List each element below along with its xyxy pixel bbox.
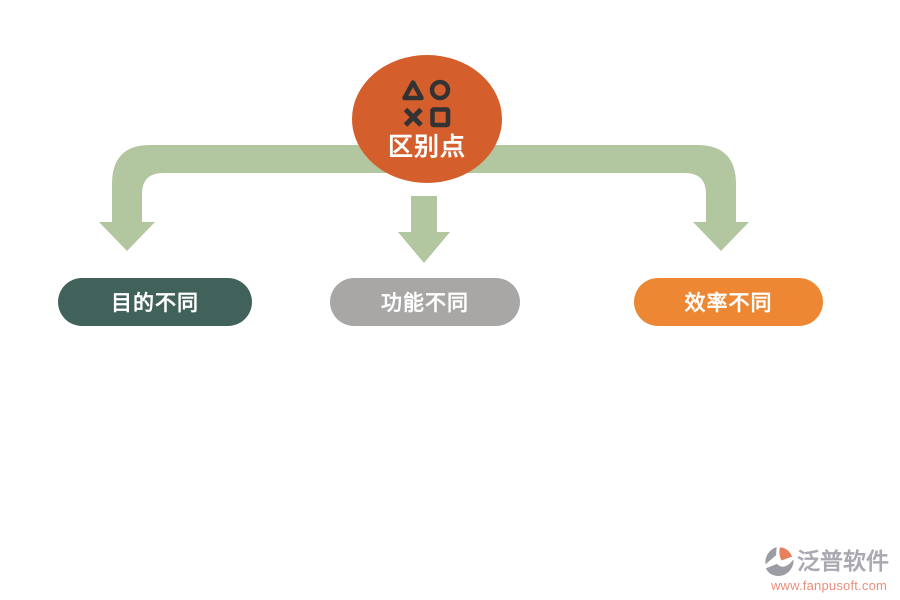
center-node: 区别点 <box>352 55 502 183</box>
branch-node-function-label: 功能不同 <box>381 292 469 315</box>
arrow-right <box>427 145 749 251</box>
arrow-left <box>99 145 427 251</box>
branch-node-function: 功能不同 <box>330 278 520 326</box>
branch-node-purpose-label: 目的不同 <box>111 292 199 315</box>
watermark: 泛普软件 www.fanpusoft.com <box>763 545 895 592</box>
fanpu-logo-icon <box>765 546 794 577</box>
watermark-url: www.fanpusoft.com <box>770 578 888 593</box>
branch-node-purpose: 目的不同 <box>58 278 252 326</box>
playstation-shapes-icon <box>402 79 451 127</box>
arrow-middle <box>398 196 450 263</box>
branch-node-efficiency-label: 效率不同 <box>684 292 773 315</box>
watermark-brand: 泛普软件 <box>797 548 889 574</box>
branch-node-efficiency: 效率不同 <box>634 278 823 326</box>
center-node-label: 区别点 <box>387 132 466 161</box>
